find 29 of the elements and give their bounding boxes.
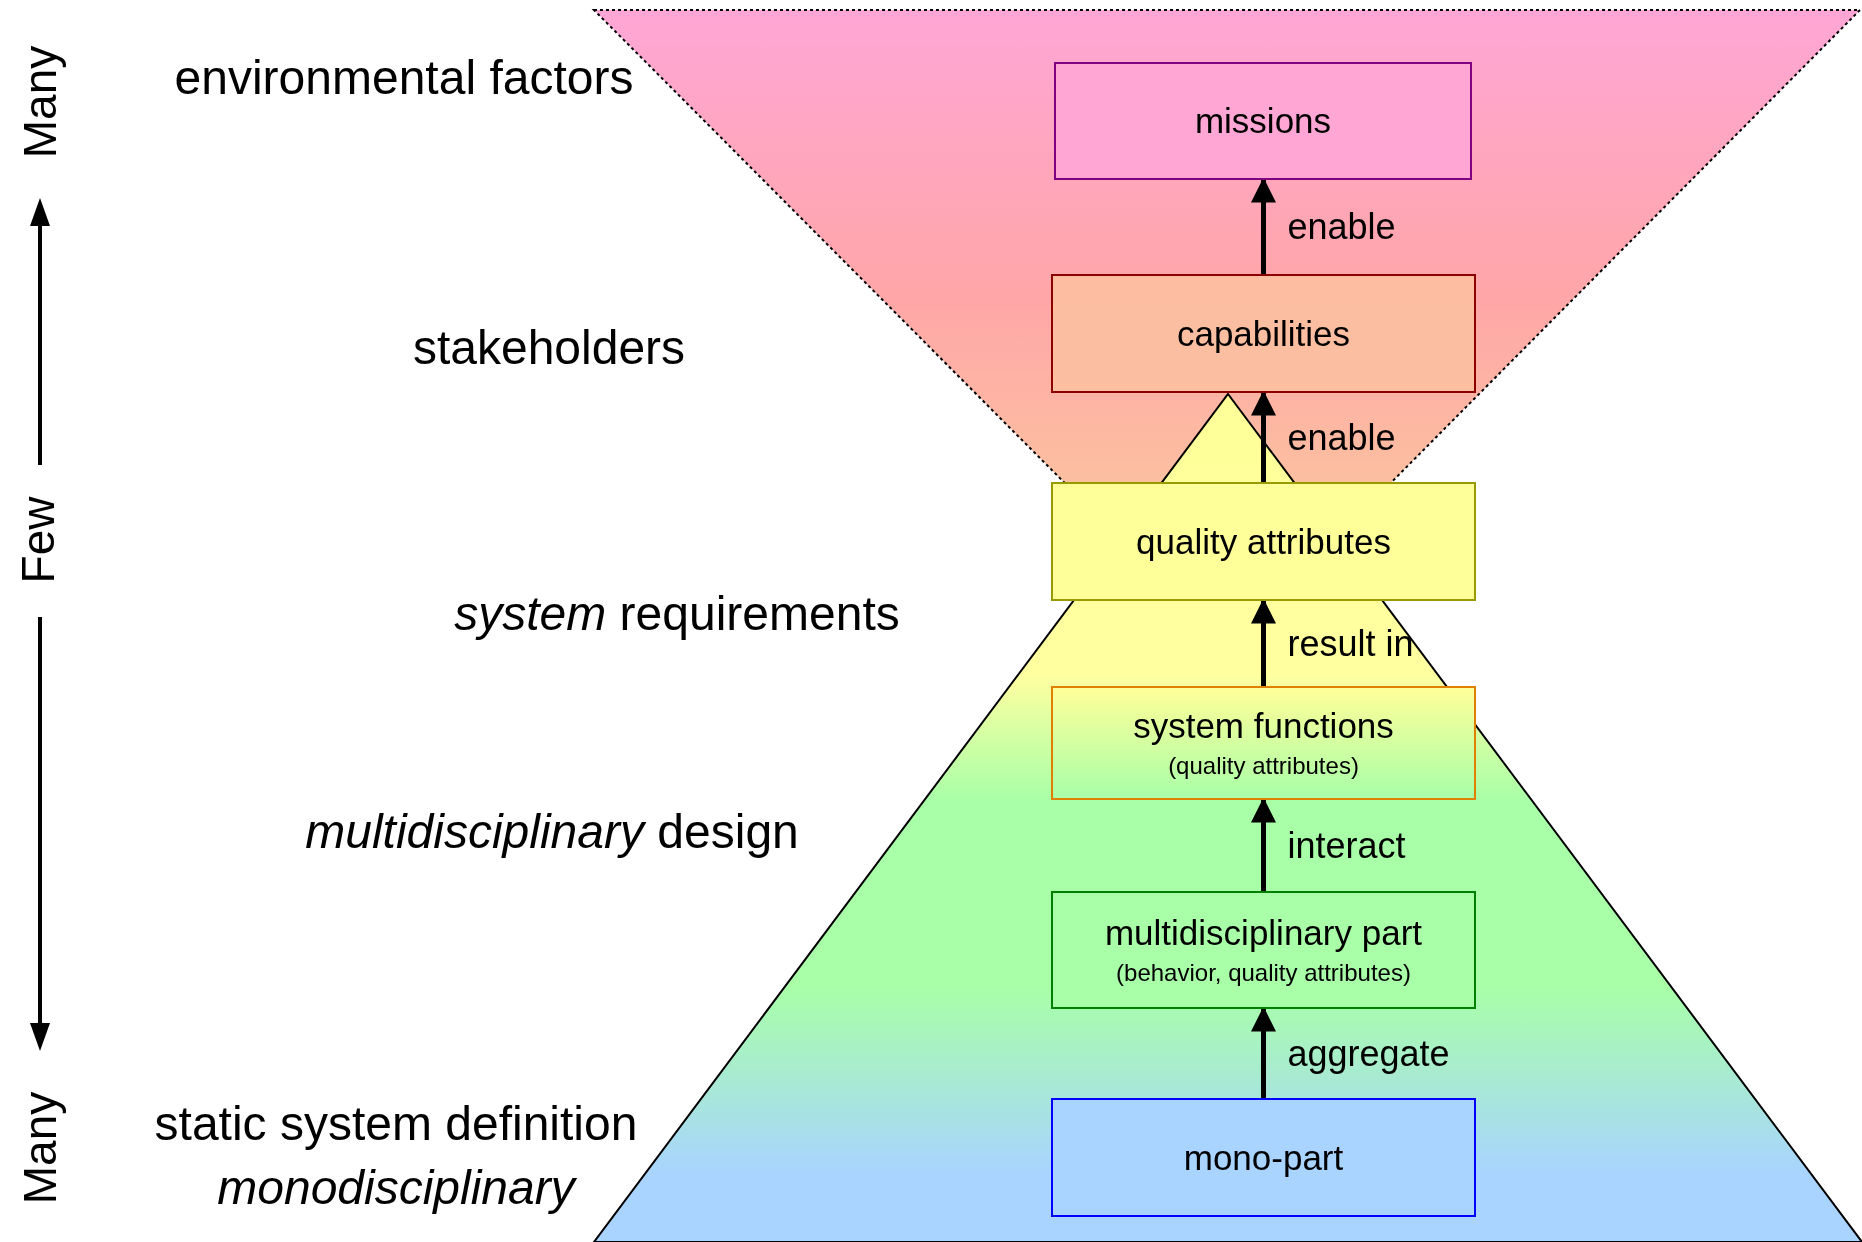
box-subtitle: (quality attributes) (1168, 752, 1359, 780)
level-box (1051, 482, 1476, 601)
arrow (1251, 390, 1276, 482)
level-label: multidisciplinary design (304, 804, 800, 860)
edge-label: enable (1287, 206, 1396, 248)
box-title: multidisciplinary part (1104, 913, 1423, 953)
edge-label: aggregate (1287, 1032, 1450, 1075)
box-title: missions (1194, 101, 1332, 141)
box-title: quality attributes (1136, 521, 1391, 562)
edge-label: result in (1287, 622, 1414, 665)
level-box (1054, 62, 1472, 180)
level-label: static system definition monodisciplinary (153, 1096, 639, 1216)
level-box (1051, 274, 1476, 393)
level-box (1051, 686, 1476, 800)
edge-label: enable (1287, 416, 1396, 459)
level-label: stakeholders (411, 320, 687, 376)
level-label: environmental factors (173, 50, 635, 106)
box-subtitle: (behavior, quality attributes) (1116, 959, 1411, 987)
axis-label: Many (13, 1091, 67, 1205)
axis-label: Many (13, 45, 67, 159)
box-title: capabilities (1176, 313, 1351, 354)
edge-label: interact (1287, 824, 1406, 867)
level-box (1051, 1098, 1476, 1217)
box-title: mono-part (1183, 1137, 1344, 1178)
arrow (1251, 177, 1276, 274)
box-title: system functions (1133, 706, 1394, 746)
level-label: system requirements (453, 586, 901, 642)
axis-label: Few (11, 496, 65, 584)
level-box (1051, 891, 1476, 1009)
